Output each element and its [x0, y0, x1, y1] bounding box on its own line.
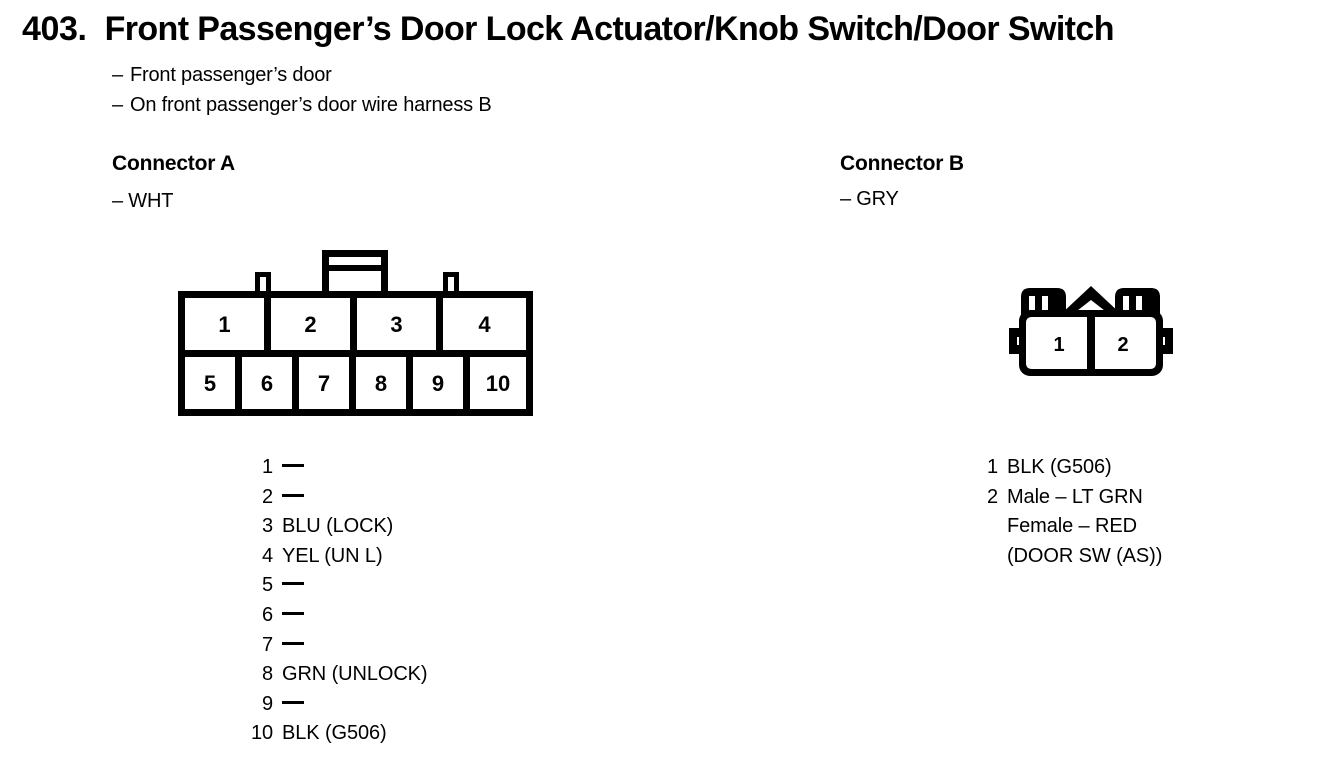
- pin-value: YEL (UN L): [282, 544, 383, 567]
- pin-row: 7: [243, 634, 427, 664]
- pin-number: 1: [261, 456, 273, 478]
- connector-a-svg: 1 2 3 4 5 6 7 8 9 10: [178, 250, 533, 416]
- pin-number: 10: [250, 722, 273, 745]
- connector-a-cell-6: 6: [261, 371, 273, 396]
- connector-b-cells: [1026, 317, 1156, 369]
- pin-number: 6: [261, 603, 273, 626]
- pin-row: 9: [243, 693, 427, 723]
- pin-value: [282, 604, 304, 627]
- pin-row: 1: [243, 456, 427, 486]
- connector-a-right-tab: [443, 272, 459, 292]
- pin-number: 9: [261, 692, 273, 715]
- pin-row: 8 GRN (UNLOCK): [243, 663, 428, 693]
- pin-number: 7: [261, 633, 273, 656]
- pin-value: [282, 456, 304, 479]
- pin-row: 6: [243, 604, 427, 634]
- note-text-2: On front passenger’s door wire harness B: [130, 94, 492, 116]
- pin-value: BLK (G506): [282, 722, 387, 745]
- connector-b-svg: 1 2: [1009, 286, 1173, 376]
- pin-row: 4 YEL (UN L): [243, 545, 427, 575]
- pin-row-continuation: (DOOR SW (AS)): [968, 545, 1162, 575]
- pin-value: [282, 634, 304, 657]
- connector-a-cell-7: 7: [318, 371, 330, 396]
- connector-a-diagram: 1 2 3 4 5 6 7 8 9 10: [165, 243, 545, 423]
- pin-value: [282, 693, 304, 716]
- pin-row: 10 BLK (G506): [243, 722, 427, 752]
- note-dash-1: –: [112, 64, 123, 86]
- connector-a-cell-4: 4: [478, 312, 491, 337]
- pin-value-continuation: (DOOR SW (AS)): [1007, 544, 1163, 567]
- pin-value: BLU (LOCK): [282, 515, 394, 538]
- connector-b-cell-1: 1: [1053, 334, 1064, 356]
- pin-number: 5: [261, 574, 273, 597]
- connector-a-cell-2: 2: [304, 312, 316, 337]
- empty-pin-dash: [282, 641, 304, 645]
- connector-a-left-tab: [255, 272, 271, 292]
- connector-a-cell-9: 9: [432, 371, 444, 396]
- connector-a-heading: Connector A: [112, 152, 236, 175]
- connector-a-cell-1: 1: [218, 312, 230, 337]
- connector-a-center-latch: [322, 250, 388, 292]
- connector-a-top-row: [185, 298, 526, 350]
- connector-b-cell-2: 2: [1117, 334, 1128, 356]
- note-dash-2: –: [112, 94, 123, 116]
- connector-b-pin-list: 1 BLK (G506) 2 Male – LT GRN Female – RE…: [968, 456, 1162, 574]
- pin-value: BLK (G506): [1007, 456, 1112, 478]
- empty-pin-dash: [282, 493, 304, 497]
- pin-number: 4: [261, 544, 273, 567]
- pin-number: 1: [986, 456, 998, 478]
- pin-value: Male – LT GRN: [1007, 485, 1143, 508]
- pin-number: 2: [261, 485, 273, 508]
- note-text-1: Front passenger’s door: [130, 64, 332, 86]
- connector-a-color-label: – WHT: [112, 190, 174, 212]
- connector-b-color-label: – GRY: [840, 188, 899, 210]
- connector-a-bottom-row: [185, 357, 526, 409]
- pin-value: GRN (UNLOCK): [282, 663, 428, 686]
- pin-value-continuation: Female – RED: [1007, 515, 1137, 538]
- pin-number: 3: [261, 515, 273, 538]
- empty-pin-dash: [282, 700, 304, 704]
- empty-pin-dash: [282, 582, 304, 586]
- section-title: Front Passenger’s Door Lock Actuator/Kno…: [104, 10, 1115, 48]
- connector-b-heading: Connector B: [840, 152, 964, 175]
- pin-row-continuation: Female – RED: [968, 515, 1162, 545]
- pin-number: 8: [261, 663, 273, 686]
- pin-row: 2 Male – LT GRN: [968, 486, 1162, 516]
- connector-a-pin-list: 1 2 3 BLU (LOCK) 4 YEL (UN L) 5 6 7 8 GR…: [243, 456, 428, 752]
- note-line-1: –Front passenger’s door: [112, 64, 332, 87]
- section-number: 403.: [22, 10, 87, 48]
- pin-row: 3 BLU (LOCK): [243, 515, 427, 545]
- pin-value: [282, 574, 304, 597]
- connector-a-cell-8: 8: [375, 371, 387, 396]
- pin-row: 1 BLK (G506): [968, 456, 1162, 486]
- pin-number: 2: [986, 485, 998, 508]
- pin-value: [282, 486, 304, 509]
- note-line-2: –On front passenger’s door wire harness …: [112, 94, 492, 117]
- pin-row: 5: [243, 574, 427, 604]
- connector-a-cell-5: 5: [204, 371, 216, 396]
- pin-row: 2: [243, 486, 427, 516]
- connector-a-cell-3: 3: [390, 312, 402, 337]
- page-title: 403. Front Passenger’s Door Lock Actuato…: [22, 10, 1114, 49]
- empty-pin-dash: [282, 611, 304, 615]
- connector-b-diagram: 1 2: [1005, 280, 1185, 385]
- connector-a-cell-10: 10: [486, 371, 510, 396]
- empty-pin-dash: [282, 464, 304, 467]
